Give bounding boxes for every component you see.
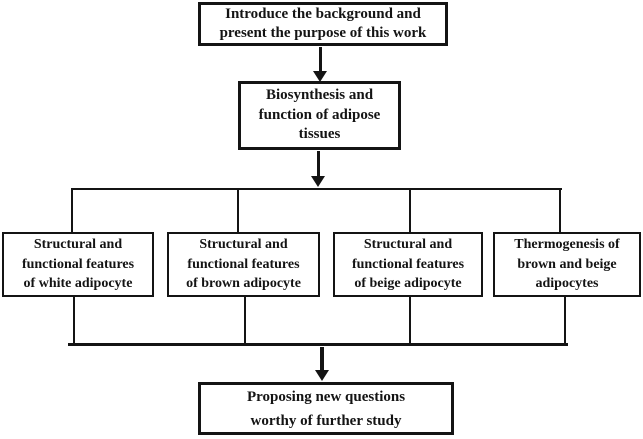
arrowhead-down-icon [313, 71, 327, 82]
node-thermogenesis: Thermogenesis of brown and beige adipocy… [493, 232, 641, 297]
branch-drop-beige [409, 188, 411, 233]
arrow-intro-to-biosynthesis-shaft [319, 47, 322, 72]
merge-collector-line [68, 343, 568, 346]
branch-drop-thermogenesis [559, 188, 561, 233]
merge-riser-white [73, 297, 75, 345]
merge-riser-thermogenesis [564, 297, 566, 345]
arrowhead-down-icon [315, 370, 329, 381]
node-introduce-background: Introduce the background and present the… [198, 2, 448, 46]
node-proposing-questions: Proposing new questions worthy of furthe… [198, 382, 454, 435]
arrow-merge-to-conclusion-shaft [320, 347, 324, 371]
branch-drop-white [71, 188, 73, 233]
merge-riser-beige [409, 297, 411, 345]
merge-riser-brown [244, 297, 246, 345]
node-white-adipocyte: Structural and functional features of wh… [2, 232, 154, 297]
node-beige-adipocyte: Structural and functional features of be… [333, 232, 483, 297]
node-biosynthesis-function: Biosynthesis and function of adipose tis… [238, 81, 401, 150]
arrow-biosynthesis-to-branch-shaft [317, 151, 320, 177]
branch-drop-brown [237, 188, 239, 233]
arrowhead-down-icon [311, 176, 325, 187]
branch-distribution-line [71, 188, 562, 190]
node-brown-adipocyte: Structural and functional features of br… [167, 232, 320, 297]
